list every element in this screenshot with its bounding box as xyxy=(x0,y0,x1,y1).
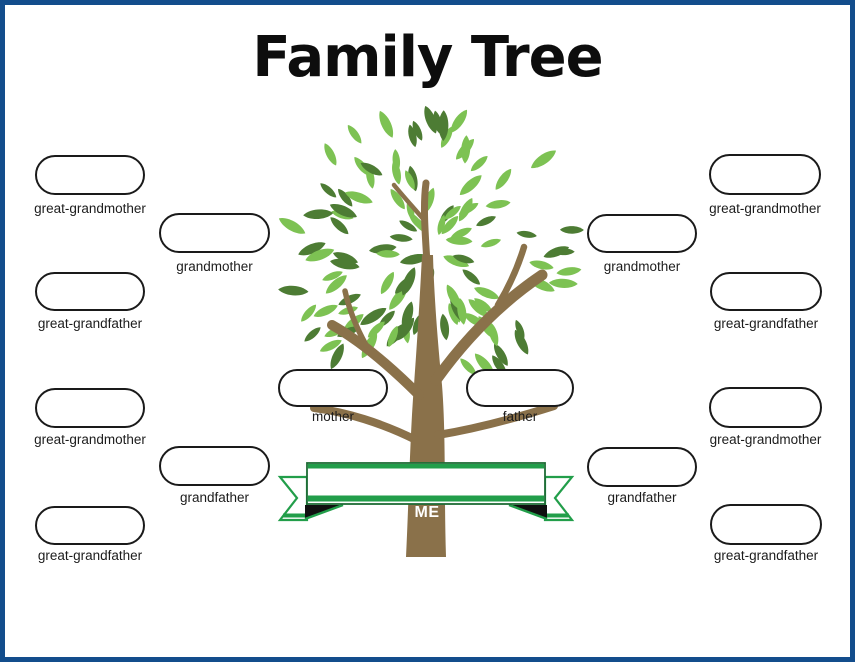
name-field-great-grandmother-1-right[interactable] xyxy=(709,154,821,195)
name-field-great-grandmother-2-right[interactable] xyxy=(709,387,822,428)
name-field-father[interactable] xyxy=(466,369,574,407)
name-field-mother[interactable] xyxy=(278,369,388,407)
label-grandfather-left: grandfather xyxy=(179,490,250,505)
name-field-grandfather-right[interactable] xyxy=(587,447,697,487)
me-ribbon-banner xyxy=(277,462,575,522)
label-great-grandmother-2-right: great-grandmother xyxy=(709,432,822,447)
ribbon-band-top-stripe xyxy=(308,464,544,469)
label-mother: mother xyxy=(311,409,355,424)
name-field-great-grandmother-2-left[interactable] xyxy=(35,388,145,428)
label-great-grandmother-2-left: great-grandmother xyxy=(34,432,146,447)
name-field-grandfather-left[interactable] xyxy=(159,446,270,486)
label-great-grandfather-2-right: great-grandfather xyxy=(713,548,819,563)
ribbon-right-fold-edge xyxy=(508,503,548,521)
name-field-great-grandfather-1-right[interactable] xyxy=(710,272,822,311)
label-great-grandfather-2-left: great-grandfather xyxy=(37,548,143,563)
page-title: Family Tree xyxy=(252,25,603,90)
me-label: ME xyxy=(414,504,440,521)
label-great-grandfather-1-right: great-grandfather xyxy=(713,316,819,331)
label-great-grandmother-1-right: great-grandmother xyxy=(709,201,821,216)
name-field-grandmother-left[interactable] xyxy=(159,213,270,253)
label-grandmother-left: grandmother xyxy=(176,259,253,274)
ribbon-band-bottom-stripe xyxy=(308,495,544,502)
name-field-great-grandfather-2-left[interactable] xyxy=(35,506,145,545)
name-field-great-grandmother-1-left[interactable] xyxy=(35,155,145,195)
label-father: father xyxy=(502,409,538,424)
label-grandfather-right: grandfather xyxy=(607,490,677,505)
label-great-grandfather-1-left: great-grandfather xyxy=(37,316,143,331)
name-field-grandmother-right[interactable] xyxy=(587,214,697,253)
tree-canopy-leaves xyxy=(278,105,584,376)
name-field-great-grandfather-1-left[interactable] xyxy=(35,272,145,311)
label-grandmother-right: grandmother xyxy=(603,259,681,274)
name-field-great-grandfather-2-right[interactable] xyxy=(710,504,822,545)
label-great-grandmother-1-left: great-grandmother xyxy=(34,201,146,216)
ribbon-left-fold-edge xyxy=(304,503,344,521)
